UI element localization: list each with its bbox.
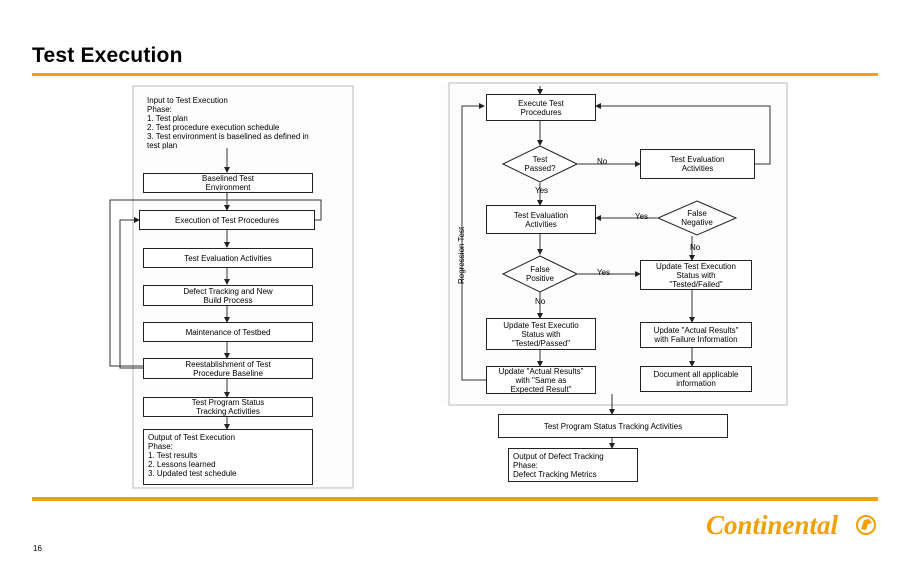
update-actual-results-failure-box: Update "Actual Results" with Failure Inf… bbox=[640, 322, 752, 348]
continental-logo: Continental bbox=[706, 510, 876, 540]
edge-label-no: No bbox=[690, 243, 701, 252]
input-to-test-execution-box: Input to Test Execution Phase: 1. Test p… bbox=[147, 96, 309, 150]
test-passed-label: Test Passed? bbox=[524, 155, 556, 173]
update-actual-results-same-box: Update "Actual Results" with "Same as Ex… bbox=[486, 366, 596, 394]
edge-label-yes: Yes bbox=[635, 212, 649, 221]
defect-tracking-box: Defect Tracking and New Build Process bbox=[143, 285, 313, 306]
update-status-failed-box: Update Test Execution Status with "Teste… bbox=[640, 260, 752, 290]
top-accent-rule bbox=[32, 73, 878, 76]
right-flowchart-background bbox=[440, 83, 788, 405]
regression-test-label: Regression Test bbox=[457, 226, 466, 284]
output-of-defect-tracking-box: Output of Defect Tracking Phase: Defect … bbox=[508, 448, 638, 482]
logo-wordmark: Continental bbox=[706, 510, 839, 540]
edge-label-yes: Yes bbox=[535, 186, 549, 195]
reestablishment-of-baseline-box: Reestablishment of Test Procedure Baseli… bbox=[143, 358, 313, 379]
false-negative-decision: False Negative bbox=[657, 200, 737, 236]
document-all-applicable-box: Document all applicable information bbox=[640, 366, 752, 392]
false-positive-decision: False Positive bbox=[502, 255, 578, 293]
bottom-accent-rule bbox=[32, 497, 878, 501]
output-of-test-execution-box: Output of Test Execution Phase: 1. Test … bbox=[143, 429, 313, 485]
edge-label-no: No bbox=[535, 297, 546, 306]
test-passed-decision: Test Passed? bbox=[502, 145, 578, 183]
test-program-status-tracking-box: Test Program Status Tracking Activities bbox=[143, 397, 313, 417]
edge-label-yes: Yes bbox=[597, 268, 611, 277]
execute-test-procedures-box: Execute Test Procedures bbox=[486, 94, 596, 121]
update-status-passed-box: Update Test Executio Status with "Tested… bbox=[486, 318, 596, 350]
horse-emblem-icon bbox=[856, 515, 876, 535]
false-positive-label: False Positive bbox=[525, 265, 554, 283]
test-evaluation-activities-top-box: Test Evaluation Activities bbox=[640, 149, 755, 179]
page-number: 16 bbox=[33, 544, 42, 553]
false-negative-label: False Negative bbox=[681, 209, 713, 227]
slide-title: Test Execution bbox=[32, 44, 183, 67]
baselined-test-environment-box: Baselined Test Environment bbox=[143, 173, 313, 193]
test-program-status-tracking-right-box: Test Program Status Tracking Activities bbox=[498, 414, 728, 438]
execution-of-test-procedures-box: Execution of Test Procedures bbox=[139, 210, 315, 230]
test-evaluation-activities-box: Test Evaluation Activities bbox=[143, 248, 313, 268]
test-evaluation-activities-mid-box: Test Evaluation Activities bbox=[486, 205, 596, 234]
edge-label-no: No bbox=[597, 157, 608, 166]
maintenance-of-testbed-box: Maintenance of Testbed bbox=[143, 322, 313, 342]
